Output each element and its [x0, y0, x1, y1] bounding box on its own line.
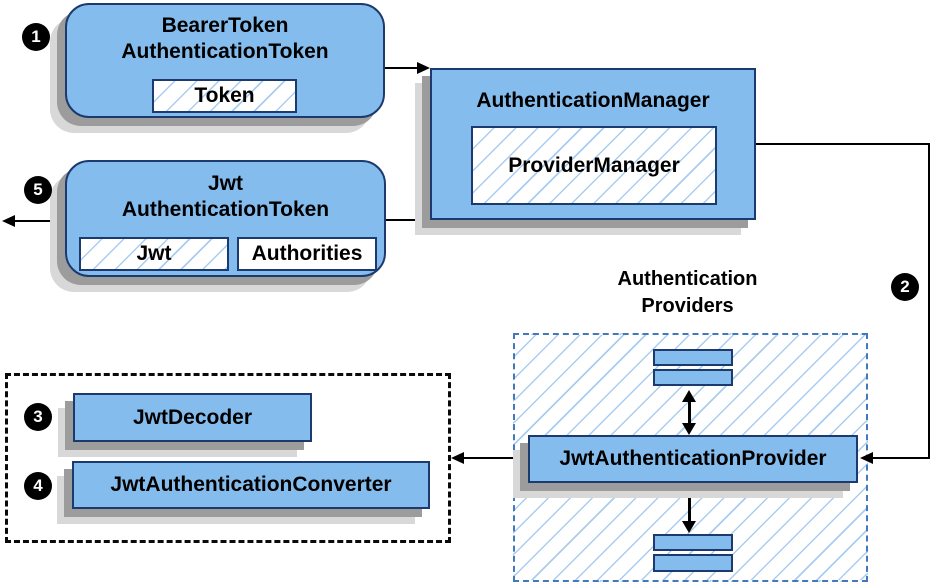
double-arrow-bottom-up-head — [682, 486, 696, 498]
token-field: Token — [152, 79, 297, 113]
authorities-field: Authorities — [237, 237, 377, 271]
authentication-providers-label-line1: Authentication — [617, 268, 758, 290]
step-badge-5: 5 — [24, 176, 52, 204]
step-badge-4: 4 — [24, 472, 52, 500]
node-bearer-token-authentication-token: BearerToken AuthenticationToken Token — [65, 3, 385, 118]
flow-line-provider-to-components — [463, 457, 528, 459]
jwt-token-title-line2: AuthenticationToken — [121, 198, 330, 221]
jwt-field-label: Jwt — [136, 242, 172, 265]
token-field-label: Token — [194, 84, 255, 107]
flow-line-manager-to-provider-v — [928, 143, 930, 459]
jwt-token-title: Jwt AuthenticationToken — [67, 162, 384, 223]
authentication-manager-title-text: AuthenticationManager — [476, 89, 710, 112]
arrowhead-into-components-group — [451, 452, 464, 464]
node-authentication-manager: AuthenticationManager ProviderManager — [430, 68, 756, 220]
step-badge-3-number: 3 — [33, 407, 43, 426]
node-jwt-authentication-provider: JwtAuthenticationProvider — [528, 435, 858, 483]
jwt-authentication-provider-label: JwtAuthenticationProvider — [559, 447, 827, 470]
flow-line-response-out — [13, 220, 66, 222]
provider-stub-bar — [653, 369, 733, 386]
step-badge-1: 1 — [22, 23, 50, 51]
step-badge-3: 3 — [24, 403, 52, 431]
flow-line-manager-to-jwt-token — [386, 219, 430, 221]
provider-manager-label: ProviderManager — [508, 153, 680, 177]
jwt-authentication-converter-label: JwtAuthenticationConverter — [110, 473, 392, 496]
bearer-token-title-line1: BearerToken — [161, 14, 289, 37]
arrowhead-into-jwt-provider — [860, 452, 873, 464]
step-badge-5-number: 5 — [33, 180, 43, 199]
flow-line-manager-to-provider-h1 — [756, 143, 930, 145]
provider-stub-bar — [653, 554, 733, 572]
node-jwt-authentication-converter: JwtAuthenticationConverter — [72, 461, 430, 509]
double-arrow-top-up-head — [682, 390, 696, 402]
step-badge-1-number: 1 — [31, 27, 41, 46]
jwt-field: Jwt — [79, 237, 229, 271]
authorities-field-label: Authorities — [251, 242, 363, 265]
arrowhead-response-out — [2, 215, 15, 227]
provider-stub-bar — [653, 349, 733, 366]
node-jwt-decoder: JwtDecoder — [73, 393, 312, 442]
provider-stub-bar — [653, 534, 733, 551]
authentication-providers-label: Authentication Providers — [575, 266, 800, 320]
authentication-providers-label-line2: Providers — [641, 295, 734, 317]
double-arrow-top-line — [688, 400, 691, 425]
double-arrow-bottom-down-head — [682, 521, 696, 533]
jwt-token-title-line1: Jwt — [207, 172, 243, 195]
jwt-decoder-label: JwtDecoder — [132, 405, 253, 429]
provider-manager-inner-box: ProviderManager — [471, 126, 717, 205]
bearer-token-title-line2: AuthenticationToken — [121, 40, 329, 63]
arrowhead-into-manager — [417, 62, 430, 74]
step-badge-2-number: 2 — [900, 277, 910, 296]
step-badge-2: 2 — [891, 273, 919, 301]
double-arrow-bottom-line — [688, 496, 691, 523]
bearer-token-title: BearerToken AuthenticationToken — [67, 5, 383, 65]
double-arrow-top-down-head — [682, 423, 696, 435]
authentication-manager-title: AuthenticationManager — [432, 70, 754, 114]
flow-line-manager-to-provider-h2 — [873, 457, 930, 459]
flow-line-token-to-manager — [385, 67, 418, 69]
node-jwt-authentication-token: Jwt AuthenticationToken Jwt Authorities — [65, 160, 386, 277]
step-badge-4-number: 4 — [33, 476, 43, 495]
